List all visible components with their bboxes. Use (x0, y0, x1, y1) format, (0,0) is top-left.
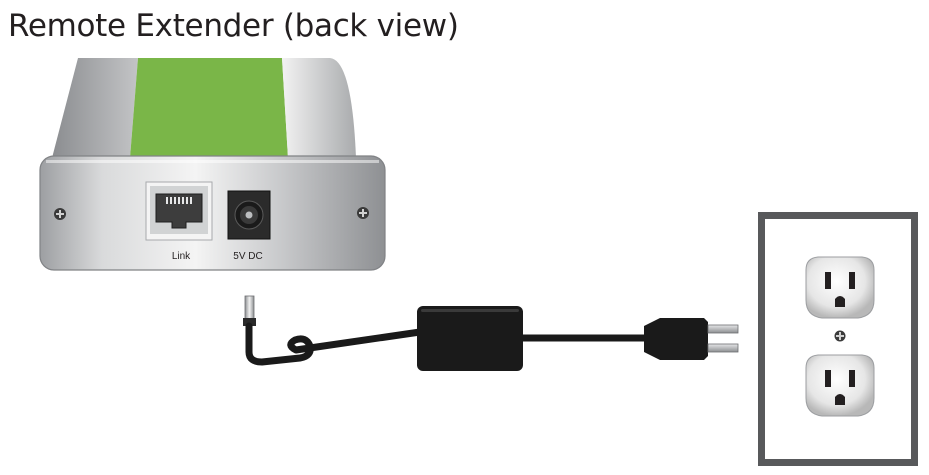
link-port (145, 181, 213, 241)
plug-prong-top (707, 324, 739, 334)
screw-left (54, 208, 66, 220)
device-top-right (282, 58, 356, 158)
diagram-title: Remote Extender (back view) (8, 8, 459, 44)
power-adapter-brick (417, 306, 523, 371)
receptacle-bottom (805, 354, 875, 417)
screw-right (357, 207, 369, 219)
remote-extender-device: Link 5V DC (39, 58, 386, 271)
wall-plug (644, 318, 708, 360)
link-port-label: Link (172, 251, 191, 262)
wall-outlet (758, 212, 918, 466)
receptacle-top (805, 256, 875, 319)
power-adapter-cable (243, 295, 739, 371)
power-jack (227, 190, 271, 240)
plug-prong-bottom (707, 343, 739, 353)
device-top-label (130, 58, 288, 158)
barrel-plug-tip (244, 295, 255, 321)
outlet-screw (834, 330, 846, 342)
dc-cable (245, 322, 424, 366)
power-jack-label: 5V DC (233, 251, 262, 262)
device-top-left (52, 58, 138, 158)
